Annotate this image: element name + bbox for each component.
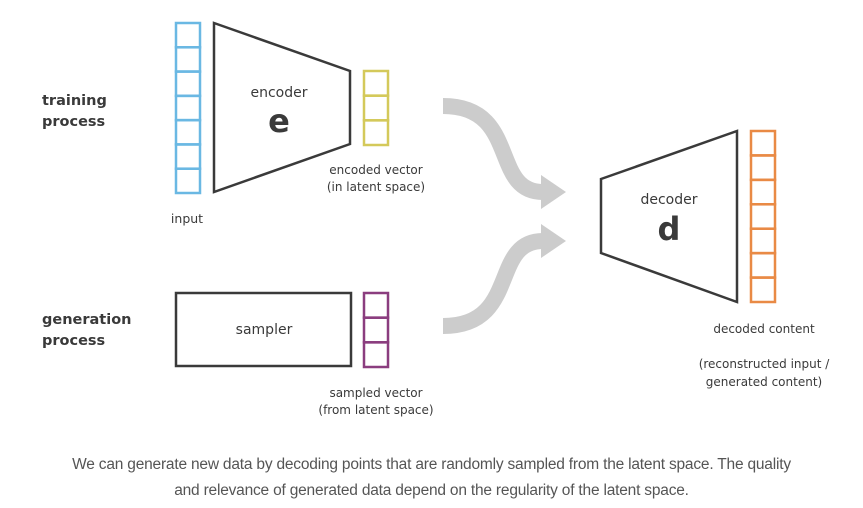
autoencoder-diagram: training process generation process inpu…: [42, 21, 831, 417]
generation-arrow: [442, 224, 566, 334]
decoder-symbol: d: [658, 210, 681, 248]
input-label: input: [171, 211, 203, 226]
vector-cell: [749, 178, 777, 206]
caption-line2: and relevance of generated data depend o…: [174, 482, 689, 499]
vector-cell: [174, 94, 202, 122]
caption-line1: We can generate new data by decoding poi…: [72, 456, 791, 473]
sampled-vector: [362, 291, 390, 369]
decoder-label: decoder: [640, 192, 697, 208]
encoded-vector-label-line1: encoded vector: [329, 163, 422, 177]
training-label-line1: training: [42, 93, 107, 109]
vector-cell: [362, 119, 390, 147]
generation-process-label: generation process: [42, 312, 132, 349]
vector-cell: [174, 46, 202, 73]
vector-cell: [362, 316, 390, 344]
sampler-box: [174, 291, 353, 368]
encoder-label: encoder: [250, 85, 307, 101]
training-process-label: training process: [42, 93, 107, 130]
generation-label-line1: generation: [42, 312, 132, 328]
encoded-vector-label-line2: (in latent space): [327, 180, 425, 194]
generation-label-line2: process: [42, 333, 105, 349]
vector-cell: [174, 70, 202, 98]
vector-cell: [749, 251, 777, 279]
output-vector: [749, 129, 777, 304]
vector-cell: [749, 203, 777, 230]
vector-cell: [174, 21, 202, 49]
vector-cell: [749, 276, 777, 304]
sampled-vector-label-line2: (from latent space): [318, 403, 433, 417]
training-arrow: [442, 98, 566, 209]
vector-cell: [749, 129, 777, 157]
encoder-shape: [212, 21, 352, 194]
vector-cell: [749, 154, 777, 182]
encoder-symbol: e: [268, 102, 290, 140]
decoded-content-note-line2: generated content): [706, 375, 822, 389]
vector-cell: [362, 94, 390, 122]
sampler-label: sampler: [236, 322, 293, 338]
vector-cell: [174, 118, 202, 146]
encoded-vector: [362, 69, 390, 147]
input-vector: [174, 21, 202, 195]
vector-cell: [174, 143, 202, 170]
training-label-line2: process: [42, 114, 105, 130]
vector-cell: [362, 291, 390, 319]
decoded-content-label: decoded content: [713, 322, 815, 336]
figure-caption: We can generate new data by decoding poi…: [0, 452, 863, 504]
vector-cell: [362, 69, 390, 97]
decoded-content-note-line1: (reconstructed input /: [699, 357, 831, 371]
decoder-shape: [599, 129, 739, 304]
vector-cell: [362, 341, 390, 369]
vector-cell: [174, 167, 202, 195]
sampled-vector-label-line1: sampled vector: [329, 386, 422, 400]
vector-cell: [749, 227, 777, 255]
